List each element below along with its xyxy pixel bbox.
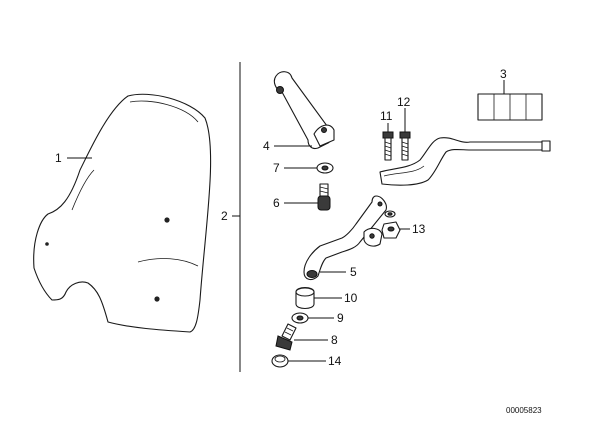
washer-7 — [316, 162, 334, 174]
callout-7: 7 — [273, 161, 280, 175]
mount-hole-upper — [164, 217, 170, 223]
callout-9: 9 — [337, 311, 344, 325]
callout-5: 5 — [350, 265, 357, 279]
callout-12: 12 — [397, 95, 411, 109]
callout-2: 2 — [221, 209, 228, 223]
bolt-12 — [399, 131, 411, 161]
mount-hole-left — [45, 242, 49, 246]
document-number: 00005823 — [506, 406, 542, 415]
callout-1: 1 — [55, 151, 62, 165]
lower-arm — [303, 195, 387, 281]
callout-8: 8 — [331, 333, 338, 347]
washer-9 — [291, 312, 309, 324]
callout-13: 13 — [412, 222, 426, 236]
bolt-6 — [317, 183, 331, 211]
callout-3: 3 — [500, 67, 507, 81]
label-set — [477, 93, 543, 121]
callout-14: 14 — [328, 354, 342, 368]
callout-11: 11 — [380, 109, 393, 123]
handlebar-bracket — [379, 137, 551, 186]
callout-4: 4 — [263, 139, 270, 153]
mount-hole-lower — [154, 296, 160, 302]
upper-arm — [273, 71, 335, 150]
callout-10: 10 — [344, 291, 358, 305]
spacer-10 — [295, 286, 315, 310]
bolt-8 — [275, 323, 297, 351]
nut-13 — [381, 221, 401, 239]
callout-6: 6 — [273, 196, 280, 210]
callout-labels: 1 2 3 4 5 6 7 8 9 10 11 12 13 14 — [55, 67, 507, 368]
cap-14 — [271, 354, 289, 368]
leader-lines — [67, 80, 505, 362]
bolt-11 — [382, 131, 394, 161]
small-bolt — [384, 210, 396, 218]
windshield — [33, 93, 212, 333]
